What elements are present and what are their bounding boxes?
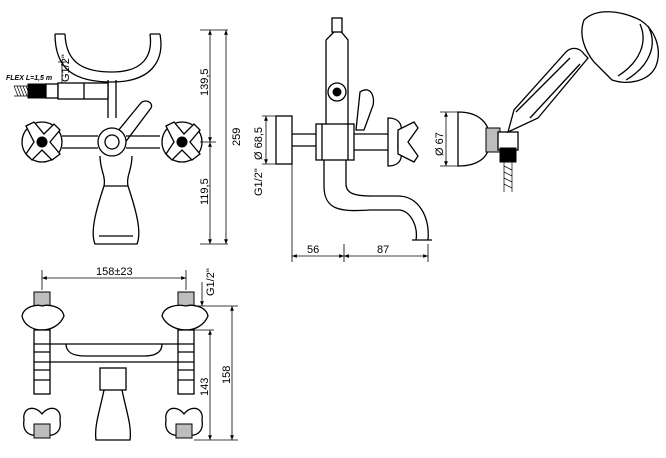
flex-label: FLEX L=1,5 m	[6, 75, 52, 82]
dim-spout-length: 87	[377, 244, 389, 256]
flex-hose	[13, 82, 109, 100]
thread-side-label: G1/2"	[253, 168, 265, 196]
front-view: FLEX L=1,5 m G1/2" 139,5	[6, 29, 243, 245]
dim-depth-inner: 143	[199, 378, 211, 396]
side-view: Ø 68,5 G1/2" 56 87	[253, 17, 432, 262]
dim-centers: 158±23	[96, 266, 133, 278]
thread-top-label: G1/2"	[60, 54, 72, 82]
top-view: 158±23 G1/2" 143 158	[21, 266, 238, 441]
dim-lower-height: 119,5	[199, 178, 211, 205]
dim-wall-diameter: Ø 68,5	[253, 127, 265, 160]
dim-total-height: 259	[231, 128, 243, 146]
dim-depth-outer: 158	[221, 366, 233, 384]
dim-bracket-diameter: Ø 67	[434, 132, 446, 156]
right-cross-handle	[161, 121, 203, 163]
thread-top-view-label: G1/2"	[205, 268, 217, 296]
dim-upper-height: 139,5	[199, 68, 211, 96]
handshower-view: Ø 67	[434, 11, 659, 192]
left-cross-handle	[21, 121, 63, 163]
dim-wall-distance: 56	[307, 244, 319, 256]
